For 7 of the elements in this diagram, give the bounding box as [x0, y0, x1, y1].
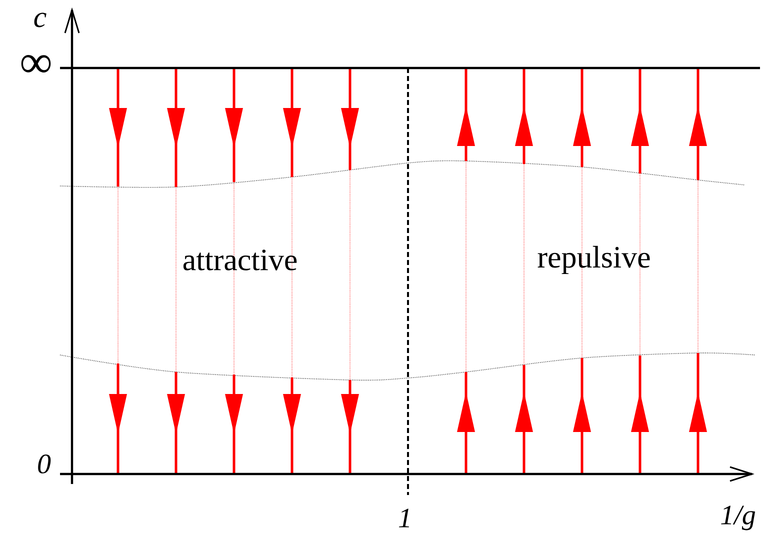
region-label: attractive [183, 250, 297, 270]
axis-label: 1/g [721, 506, 756, 530]
region-label: repulsive [538, 246, 650, 274]
axis-label: c [34, 12, 46, 28]
tick-label: ∞ [21, 54, 51, 72]
tick-label: 0 [38, 454, 51, 474]
tick-label: 1 [399, 508, 409, 528]
